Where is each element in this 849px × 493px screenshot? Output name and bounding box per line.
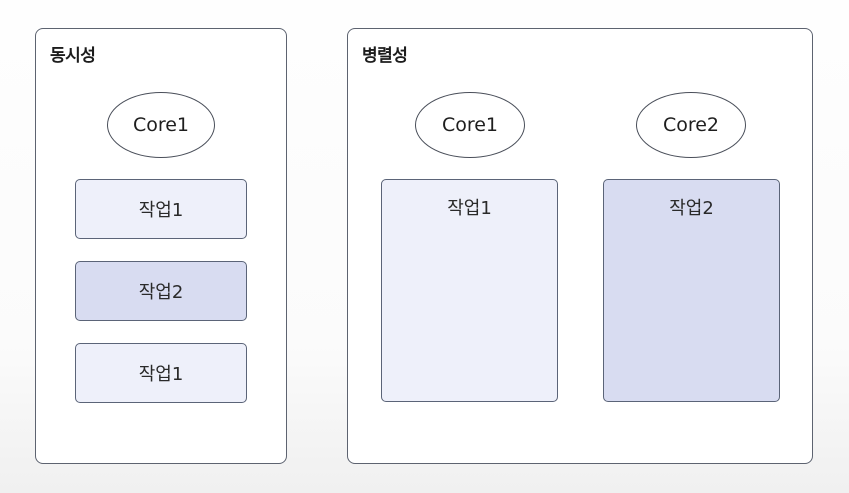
parallel-core2-node: Core2 — [636, 92, 746, 158]
parallelism-title: 병렬성 — [362, 46, 408, 66]
concurrency-core-node: Core1 — [107, 92, 215, 158]
concurrency-task-1: 작업1 — [75, 179, 247, 239]
parallel-core1-node: Core1 — [415, 92, 525, 158]
concurrency-title: 동시성 — [50, 46, 96, 66]
parallel-core1-task: 작업1 — [381, 179, 558, 402]
concurrency-task-2: 작업2 — [75, 261, 247, 321]
concurrency-task-3: 작업1 — [75, 343, 247, 403]
parallel-core2-task: 작업2 — [603, 179, 780, 402]
